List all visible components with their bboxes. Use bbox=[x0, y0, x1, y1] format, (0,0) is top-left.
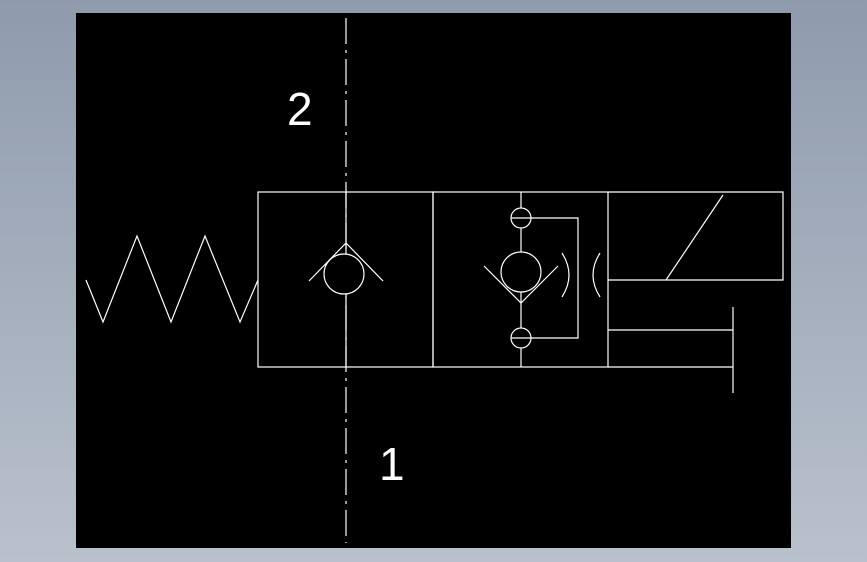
spring-icon bbox=[85, 234, 259, 324]
plunger-icon bbox=[608, 307, 734, 393]
check-valve-icon bbox=[308, 242, 384, 295]
port-label-2: 2 bbox=[287, 83, 313, 135]
pilot-check-valve-icon bbox=[483, 192, 601, 367]
port-label-1: 1 bbox=[379, 438, 405, 490]
solenoid-icon bbox=[608, 191, 784, 281]
